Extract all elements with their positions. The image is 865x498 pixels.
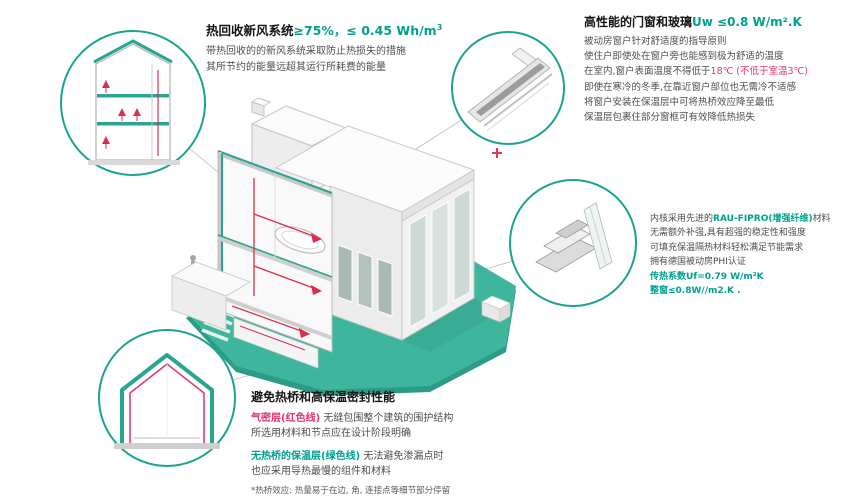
hrv-air-arrows [102,80,141,144]
windows-line-1: 被动房窗户针对舒适度的指导原则 [584,36,727,47]
windows-line-4: 即使在寒冷的冬季,在靠近窗户部位也无需冷不适感 [584,81,797,93]
profile-line-4: 拥有德国被动房PHI认证 [650,257,746,268]
window-corner-callout-circle [451,31,565,145]
windows-title-label: 高性能的门窗和玻璃 [584,15,693,29]
house-right-wall [401,178,475,341]
duct-arrows [299,233,322,338]
profile-line-3: 可填充保温隔热材料轻松满足节能需求 [650,242,804,253]
house-cutaway-face [217,150,333,353]
platform-cube [481,295,511,323]
ventilation-ducts [231,178,317,333]
windows-line-3a: 在室内,窗户表面温度不得低于 [584,66,711,78]
windows-line-3b: 18℃ (不低于室温3℃) [710,66,808,78]
hrv-body-line-2: 其所节约的能量远超其运行所耗费的能量 [206,61,386,73]
bridge-line-3b: 无法避免渗漏点时 [360,451,444,462]
bridge-line-1a: 气密层(红色线) [251,413,321,424]
house-left-annex [171,261,251,331]
hrv-title-sup: 3 [436,22,443,32]
windows-line-2: 使住户即使处在窗户旁也能感到极为舒适的温度 [584,51,784,63]
bridge-line-1: 气密层(红色线) 无缝包围整个建筑的围护结构 [251,411,573,426]
profile-line-2: 无需额外补强,具有超强的稳定性和强度 [650,228,806,239]
windows-line-3: 在室内,窗户表面温度不得低于18℃ (不低于室温3℃) [584,64,862,79]
hrv-callout-circle [60,30,206,176]
bridge-line-1b: 无缝包围整个建筑的围护结构 [320,413,454,424]
callout-hrv-text: 热回收新风系统≥75%，≤ 0.45 Wh/m3 带热回收的的新风系统采取防止热… [206,20,498,75]
hrv-body-line-1: 带热回收的的新风系统采取防止热损失的措施 [206,46,406,57]
profile-line-5: 传热系数Uf=0.79 W/m²K [650,271,764,282]
hrv-title-label: 热回收新风系统 [206,23,294,38]
house-front-doors [329,185,403,341]
red-plus-icon [492,148,502,158]
windows-title-value: Uw ≤0.8 W/m².K [692,15,802,29]
window-profile-callout-circle [509,179,637,307]
bridge-title: 避免热桥和高保温密封性能 [251,390,396,404]
profile-line-1b: RAU-FIPRO(增强纤维) [713,214,813,224]
windows-line-6: 保温层包裹住部分窗框可有效降低热损失 [584,111,756,123]
callout-bridge-text: 避免热桥和高保温密封性能 气密层(红色线) 无缝包围整个建筑的围护结构 所选用材… [251,388,573,498]
bridge-line-2: 所选用材料和节点应在设计阶段明确 [251,428,411,439]
profile-line-6: 整窗≤0.8W//m2.K . [650,285,741,296]
callout-windows-text: 高性能的门窗和玻璃Uw ≤0.8 W/m².K 被动房窗户针对舒适度的指导原则 … [584,13,862,125]
spacer [251,441,573,449]
profile-line-1a: 内核采用先进的 [650,214,714,224]
windows-title: 高性能的门窗和玻璃Uw ≤0.8 W/m².K [584,13,862,30]
hrv-title-value: ≥75%，≤ 0.45 Wh/m [293,23,437,38]
basement-room [233,317,319,369]
bridge-line-3: 无热桥的保温层(绿色线) 无法避免渗漏点时 [251,449,573,464]
hrv-title: 热回收新风系统≥75%，≤ 0.45 Wh/m3 [206,20,498,39]
thermal-bridge-callout-circle [98,329,236,467]
profile-line-1c: 材料 [812,214,831,224]
bridge-note: *热桥效应: 热量易于在边, 角, 连接点等细节部分停留 [251,486,451,496]
callout-profile-text: 内核采用先进的RAU-FIPRO(增强纤维)材料 无需额外补强,具有超强的稳定性… [650,212,864,298]
bridge-line-4: 也应采用导热最慢的组件和材料 [251,466,391,477]
bridge-line-3a: 无热桥的保温层(绿色线) [251,451,361,462]
windows-line-5: 将窗户安装在保温层中可将热桥效应降至最低 [584,96,775,108]
profile-line-1: 内核采用先进的RAU-FIPRO(增强纤维)材料 [650,212,864,226]
